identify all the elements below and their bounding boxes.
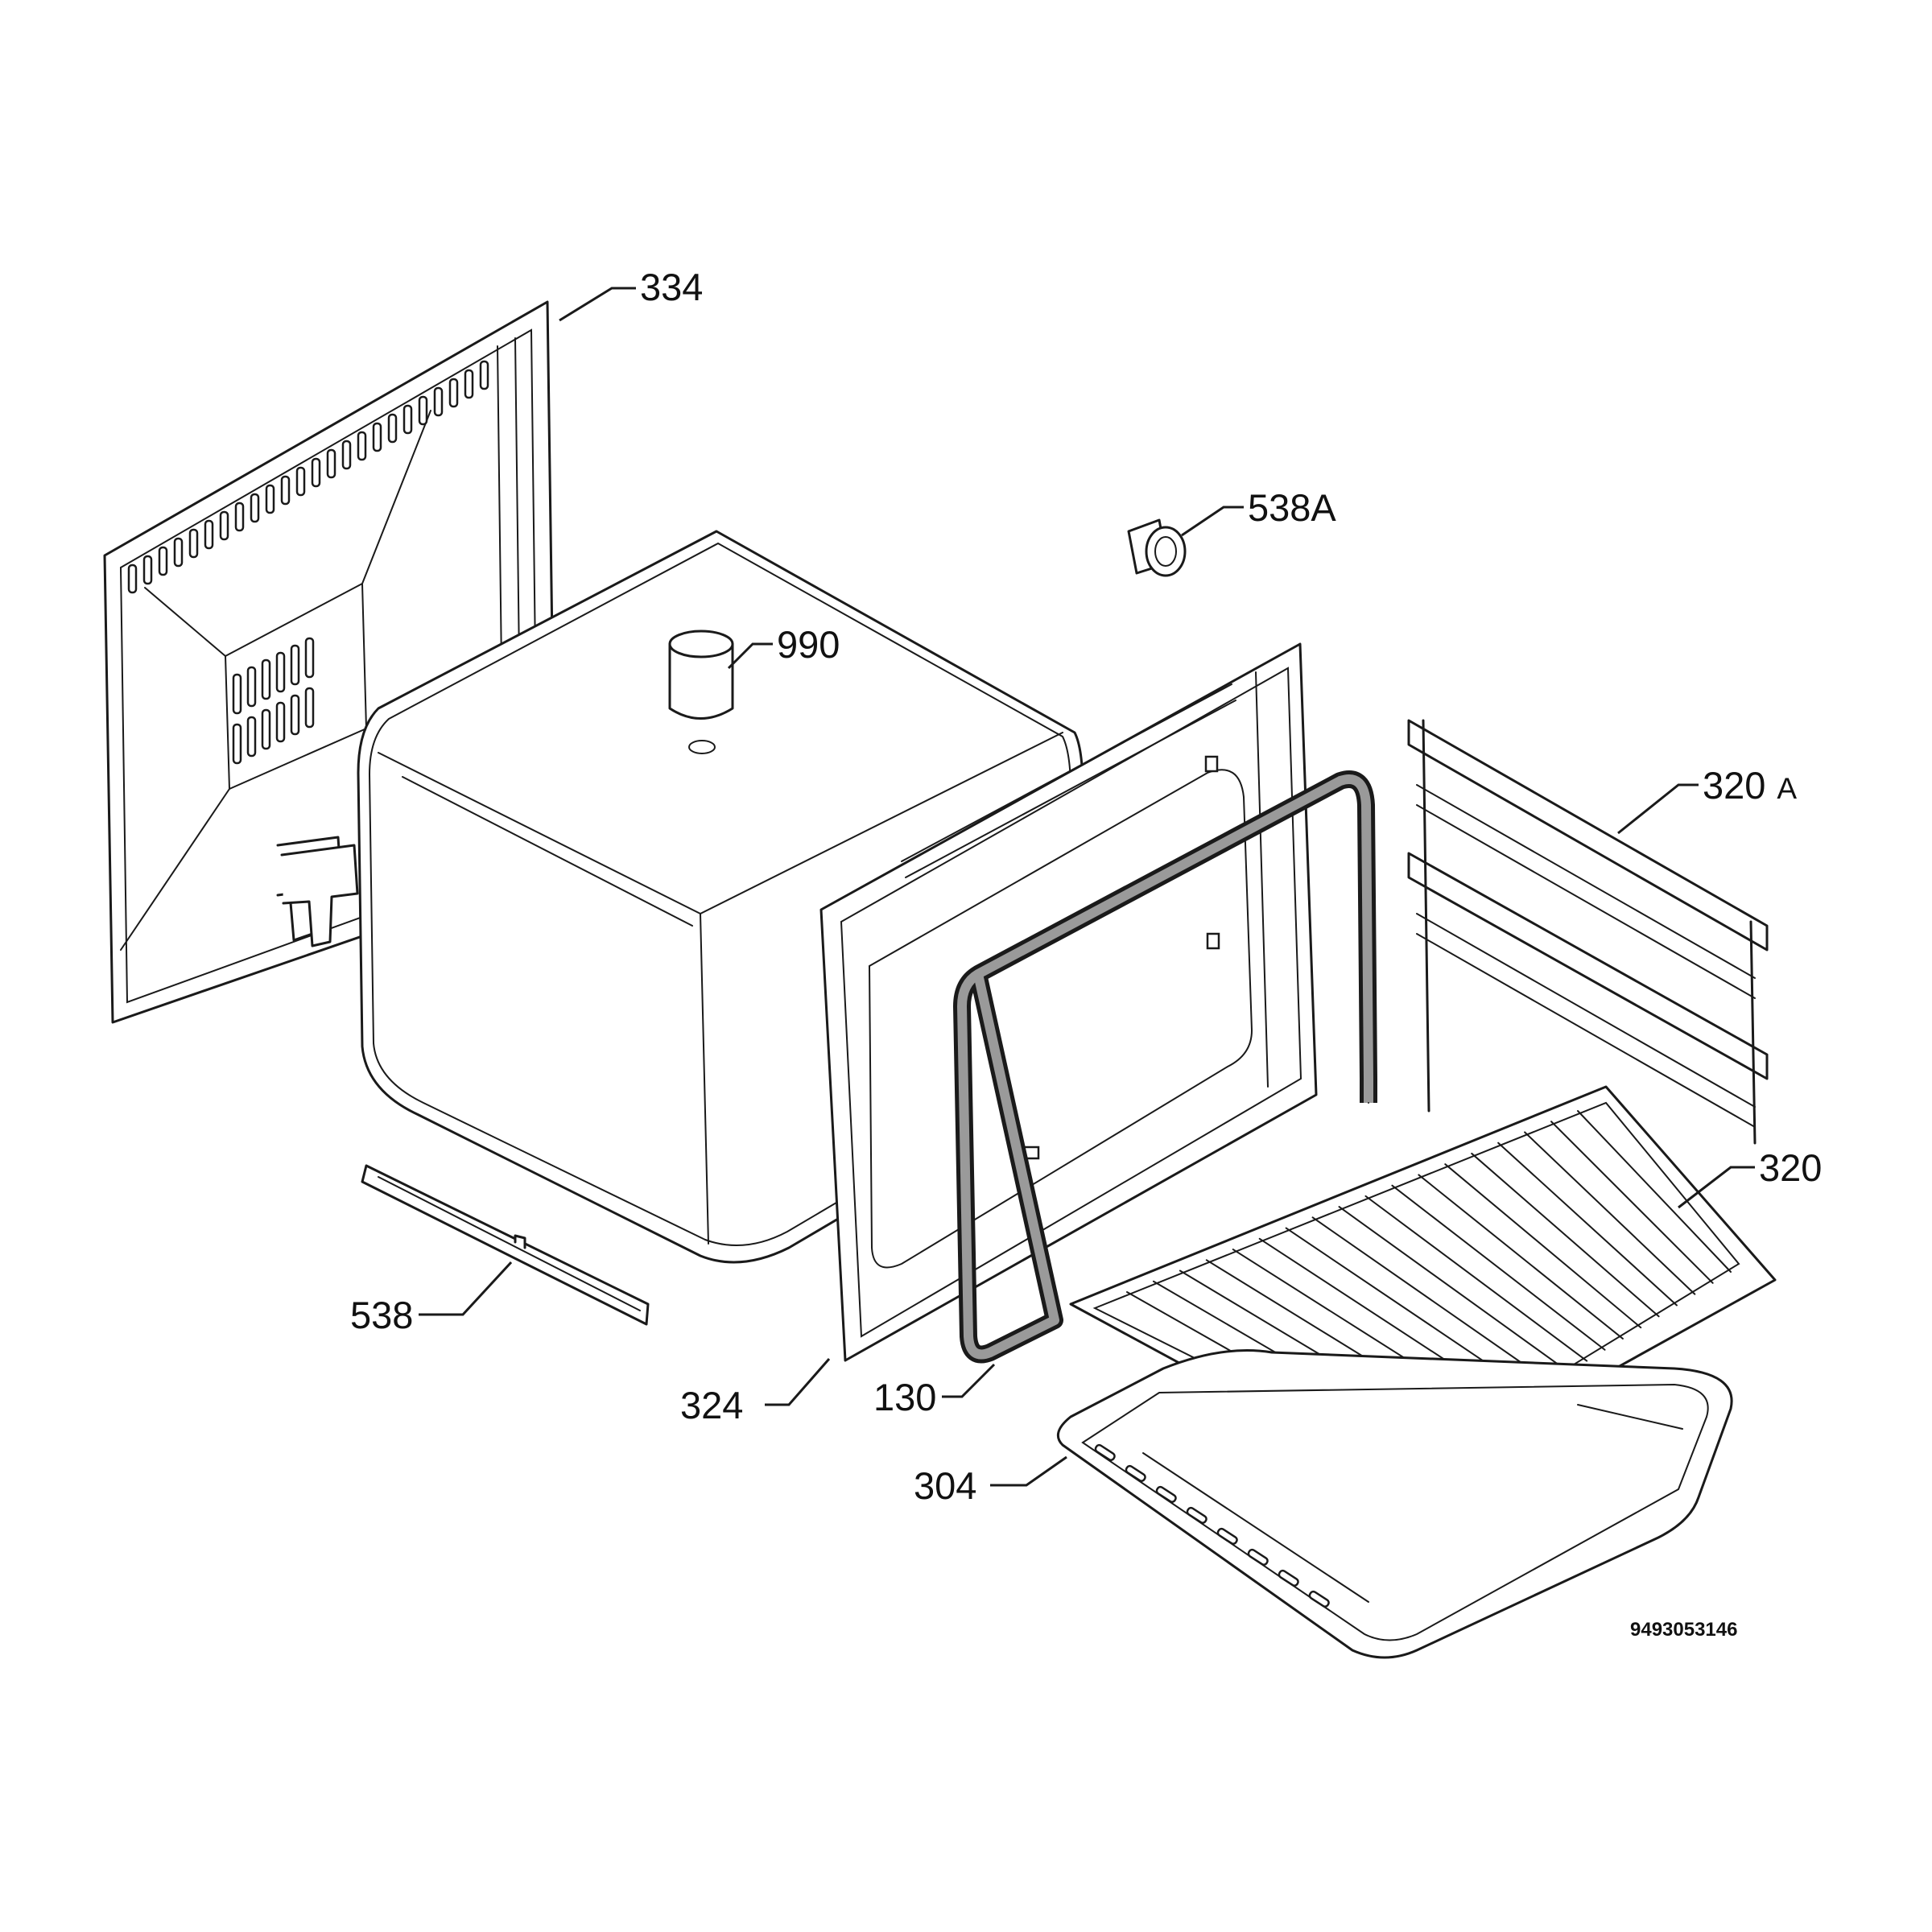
callout-130: 130 xyxy=(873,1376,936,1418)
callout-324: 324 xyxy=(680,1384,743,1426)
callout-304: 304 xyxy=(914,1464,976,1507)
callout-320a-number: 320 xyxy=(1703,764,1765,807)
vent-slot xyxy=(290,644,300,686)
tray-slot xyxy=(1186,1506,1208,1524)
rack-wire xyxy=(1338,1206,1570,1373)
rack-wire xyxy=(1524,1131,1696,1295)
tray-slot xyxy=(1247,1548,1269,1566)
tray-slots xyxy=(1094,1443,1330,1608)
vent-slot xyxy=(304,687,315,729)
vent-slot xyxy=(290,694,300,736)
rack-wire xyxy=(1444,1163,1642,1329)
callout-320a: 320 A xyxy=(1703,764,1797,807)
leader-320 xyxy=(1678,1166,1755,1209)
tray-slot xyxy=(1278,1569,1299,1587)
front-frame xyxy=(819,642,1318,1362)
vent-slot xyxy=(232,723,242,765)
vent-slot xyxy=(142,555,153,585)
vent-slot xyxy=(265,484,275,514)
bottom-strip xyxy=(361,1164,650,1326)
vent-slot xyxy=(261,708,271,750)
callout-320: 320 xyxy=(1759,1146,1822,1189)
vent-slots xyxy=(127,360,489,765)
vent-slot xyxy=(158,546,168,576)
vent-slot xyxy=(304,637,315,679)
leader-lines xyxy=(419,287,1755,1487)
shelf-supports xyxy=(1407,719,1769,1145)
leader-538 xyxy=(419,1261,513,1316)
callout-990: 990 xyxy=(777,623,840,666)
rack-wire xyxy=(1497,1141,1678,1307)
vent-slot xyxy=(246,666,257,708)
vent-slot xyxy=(250,493,260,523)
vent-slot xyxy=(433,386,444,417)
vent-slot xyxy=(232,673,242,715)
callout-334: 334 xyxy=(640,266,703,308)
callout-labels: 334 538A 990 320 A 320 538 324 130 304 94… xyxy=(350,266,1822,1641)
rack-wire xyxy=(1471,1152,1660,1318)
vent-slot xyxy=(275,701,286,743)
vent-slot xyxy=(372,422,382,452)
leader-538a xyxy=(1181,506,1244,537)
vent-slot xyxy=(280,475,291,506)
vent-slot xyxy=(479,360,489,390)
vent-slot xyxy=(246,716,257,758)
vent-slot xyxy=(261,658,271,700)
vent-slot xyxy=(295,466,306,497)
vent-slot xyxy=(127,564,138,594)
leader-990 xyxy=(727,642,773,670)
document-number: 9493053146 xyxy=(1630,1619,1737,1641)
rack-wire xyxy=(1418,1174,1624,1340)
vent-slot xyxy=(402,404,413,435)
vent-slot xyxy=(357,431,367,461)
leader-324 xyxy=(765,1358,831,1406)
tray-slot xyxy=(1094,1443,1116,1461)
rack-wire xyxy=(1550,1121,1714,1284)
vent-slot xyxy=(173,537,184,568)
leader-130 xyxy=(942,1363,996,1398)
tray-slot xyxy=(1155,1485,1177,1503)
leader-304 xyxy=(990,1455,1067,1487)
tray-slot xyxy=(1308,1590,1330,1608)
vent-slot xyxy=(448,378,459,408)
vent-slot xyxy=(188,528,199,559)
callout-538: 538 xyxy=(350,1294,413,1336)
door-gasket xyxy=(953,770,1377,1364)
rack-wire xyxy=(1391,1184,1606,1351)
leader-320a xyxy=(1617,783,1699,835)
vent-slot xyxy=(418,395,428,426)
rack-wire xyxy=(1311,1216,1552,1385)
leader-334 xyxy=(559,287,636,322)
baking-tray xyxy=(1056,1349,1733,1659)
vent-slot xyxy=(326,448,336,479)
vent-slot xyxy=(341,440,352,470)
tray-slot xyxy=(1125,1464,1146,1482)
tray-slot xyxy=(1216,1527,1238,1545)
vent-slot xyxy=(275,651,286,693)
vent-slot xyxy=(387,413,398,444)
callout-538a: 538A xyxy=(1248,486,1336,529)
vent-slot xyxy=(311,457,321,488)
vent-slot xyxy=(204,519,214,550)
vent-slot xyxy=(219,510,229,541)
vent-slot xyxy=(234,502,245,532)
vent-slot xyxy=(464,369,474,399)
rack-wire xyxy=(1364,1195,1588,1362)
callout-320a-suffix: A xyxy=(1777,772,1797,805)
rack-wire xyxy=(1577,1110,1732,1273)
fastener-538a xyxy=(1127,518,1187,577)
